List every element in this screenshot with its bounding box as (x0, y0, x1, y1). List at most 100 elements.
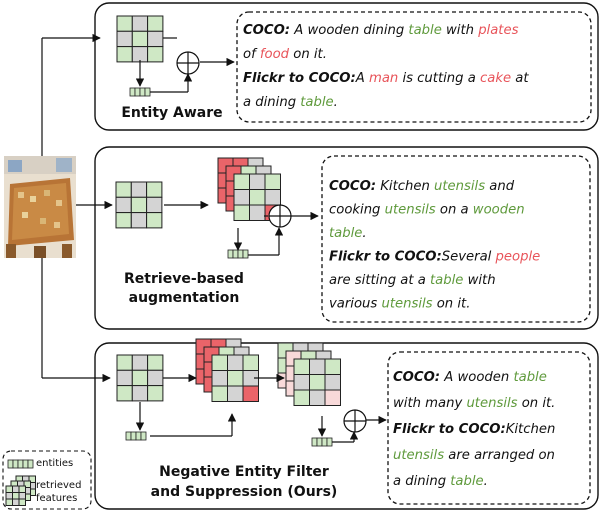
plus-operator-icon (343, 409, 367, 433)
entity-cell (7, 459, 14, 469)
grid-cell (130, 181, 148, 198)
entity-cell (321, 437, 328, 447)
grid-cell (130, 212, 148, 229)
entity-cell (311, 437, 318, 447)
grid-cell (147, 354, 164, 371)
grid-cell (324, 374, 341, 391)
entity-cell (135, 431, 142, 441)
caption-line: Flickr to COCO:Kitchen (393, 422, 555, 437)
grid-cell (5, 498, 13, 506)
ours-label-line1: Negative Entity Filter (159, 464, 329, 480)
legend-retrieved-icon-front (5, 485, 26, 506)
entity-cell (134, 87, 141, 97)
entity-cell (316, 437, 323, 447)
caption-line: COCO: A wooden table (393, 370, 547, 385)
grid-cell (130, 196, 148, 214)
legend-entity-icon (7, 459, 34, 469)
panel-connectors (135, 37, 387, 443)
grid-cell (146, 196, 163, 214)
feature-grid (116, 354, 164, 402)
feature-grid (115, 181, 163, 229)
legend-entities-label: entities (36, 458, 73, 469)
feature-grid (116, 15, 164, 63)
grid-cell (264, 189, 281, 206)
grid-cell (116, 30, 133, 48)
entity-cell (22, 459, 29, 469)
grid-cell (147, 15, 164, 32)
grid-cell (18, 498, 26, 506)
grid-cell (115, 212, 132, 229)
grid-cell (146, 181, 163, 198)
entity-cell (242, 249, 249, 259)
caption-line: with many utensils on it. (393, 396, 555, 411)
legend-retrieved-label-line2: features (36, 493, 77, 504)
grid-cell (233, 204, 250, 221)
grid-cell (264, 173, 281, 190)
grid-cell (147, 30, 164, 48)
filtered-grid-front (293, 358, 341, 406)
grid-cell (293, 389, 310, 406)
grid-cell (116, 354, 133, 371)
grid-cell (18, 492, 26, 500)
grid-cell (12, 485, 20, 493)
grid-cell (309, 358, 326, 375)
caption-line: a dining table. (243, 95, 338, 110)
caption-line: of food on it. (243, 47, 327, 62)
grid-cell (293, 374, 310, 391)
grid-cell (249, 173, 266, 190)
grid-cell (227, 370, 244, 387)
grid-cell (131, 385, 149, 402)
grid-cell (147, 46, 164, 63)
entity-aware-label: Entity Aware (121, 105, 222, 121)
grid-cell (116, 15, 133, 32)
panel-retrieve-based (94, 146, 599, 330)
entity-cell (27, 459, 34, 469)
retrieve-label-line1: Retrieve-based (124, 271, 244, 287)
grid-cell (309, 389, 326, 406)
grid-cell (12, 492, 20, 500)
entity-cell (129, 87, 136, 97)
caption-entity-aware: COCO: A wooden dining table with plateso… (243, 23, 529, 110)
grid-cell (249, 189, 266, 206)
ours-graphics (116, 338, 367, 447)
grid-cell (116, 385, 133, 402)
retrieve-label-line2: augmentation (129, 290, 240, 306)
entity-aware-graphics (116, 15, 200, 97)
grid-cell (249, 204, 266, 221)
grid-cell (147, 385, 164, 402)
entity-bar (129, 87, 151, 97)
grid-cell (324, 389, 341, 406)
grid-cell (211, 370, 228, 387)
entity-cell (144, 87, 151, 97)
entity-cell (227, 249, 234, 259)
entity-cell (130, 431, 137, 441)
legend-box (2, 450, 92, 510)
caption-box-retrieve (321, 155, 591, 323)
grid-cell (116, 46, 133, 63)
ours-label-line2: and Suppression (Ours) (151, 484, 338, 500)
caption-ours: COCO: A wooden table with many utensils o… (393, 370, 555, 489)
grid-cell (146, 212, 163, 229)
grid-cell (5, 485, 13, 493)
input-image (4, 156, 76, 258)
grid-cell (131, 354, 149, 371)
legend-graphics (5, 459, 36, 506)
caption-line: table. (329, 226, 367, 241)
retrieve-graphics (115, 157, 292, 259)
grid-cell (211, 354, 228, 371)
grid-cell (242, 354, 259, 371)
grid-cell (227, 354, 244, 371)
caption-line: are sitting at a table with (329, 273, 496, 288)
input-connectors (41, 33, 113, 383)
caption-line: a dining table. (393, 474, 488, 489)
grid-cell (131, 369, 149, 387)
grid-cell (116, 369, 133, 387)
grid-cell (293, 358, 310, 375)
caption-line: utensils are arranged on (393, 448, 555, 463)
panel-ours (94, 342, 599, 510)
entity-cell (326, 437, 333, 447)
grid-cell (227, 385, 244, 402)
entity-bar (311, 437, 333, 447)
